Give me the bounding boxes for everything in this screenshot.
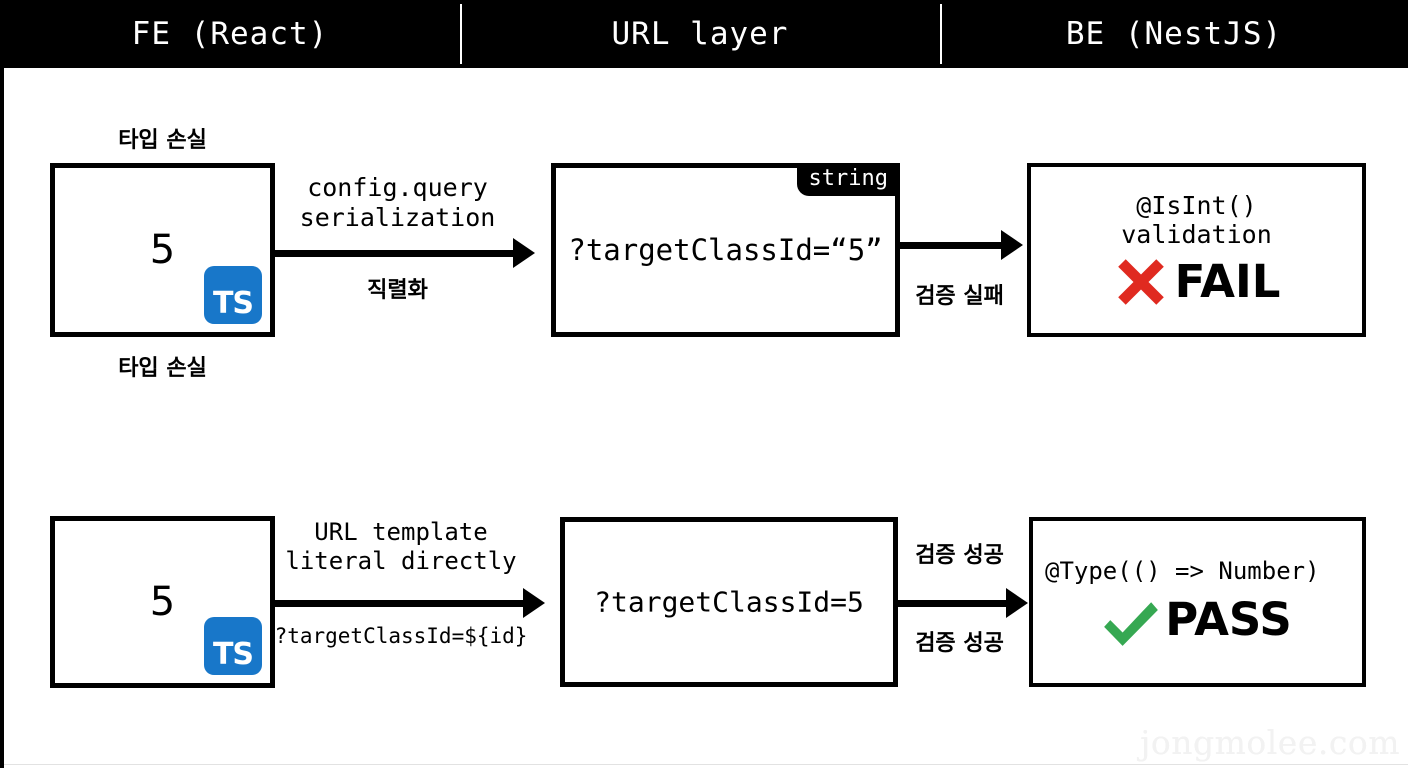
verdict-passing: PASS <box>1103 591 1292 647</box>
arrow2-head-icon <box>1001 230 1023 260</box>
arrow3-head-icon <box>523 588 545 618</box>
string-type-badge: string <box>796 163 900 197</box>
typescript-logo-label-2: TS <box>212 637 254 672</box>
arrow4-label-below: 검증 성공 <box>915 631 1004 656</box>
typescript-logo-icon: TS <box>204 266 262 324</box>
header-divider-1 <box>460 4 462 64</box>
arrow1-line <box>275 250 515 257</box>
arrow1-label-above: config.query serialization <box>299 173 496 232</box>
typescript-logo-icon-2: TS <box>204 617 262 675</box>
fe-value-box-failing: 5 TS <box>50 163 275 337</box>
url-box-failing: ?targetClassId=“5” string <box>551 163 900 337</box>
header-label-be: BE (NestJS) <box>1065 16 1283 52</box>
typescript-logo-label: TS <box>212 286 254 321</box>
fe-value-failing: 5 <box>149 227 176 273</box>
bottom-rule <box>4 764 1408 765</box>
watermark: jongmolee.com <box>1140 723 1400 762</box>
arrow1-head-icon <box>513 238 535 268</box>
header-cell-url: URL layer <box>460 0 940 68</box>
arrow1-label-below: 직렬화 <box>367 278 428 303</box>
x-mark-icon <box>1117 258 1164 305</box>
url-text-passing: ?targetClassId=5 <box>594 585 864 619</box>
header-label-url: URL layer <box>611 16 789 52</box>
header-label-fe: FE (React) <box>131 16 329 52</box>
arrow3-label-below: ?targetClassId=${id} <box>274 624 528 648</box>
be-code-passing: @Type(() => Number) <box>1045 556 1320 585</box>
verdict-label-pass: PASS <box>1165 592 1292 646</box>
check-mark-icon <box>1104 602 1159 647</box>
be-validation-box-passing: @Type(() => Number) PASS <box>1029 517 1366 687</box>
arrow4-label-above: 검증 성공 <box>915 543 1004 568</box>
arrow4-head-icon <box>1006 588 1028 618</box>
arrow4-line <box>898 600 1008 607</box>
be-code-failing: @IsInt() validation <box>1121 190 1272 250</box>
verdict-label-fail: FAIL <box>1174 255 1281 308</box>
fe-value-passing: 5 <box>149 579 176 625</box>
url-box-passing: ?targetClassId=5 <box>560 517 898 687</box>
header-cell-fe: FE (React) <box>4 0 460 68</box>
be-validation-box-failing: @IsInt() validation FAIL <box>1027 163 1366 337</box>
url-text-failing: ?targetClassId=“5” <box>568 233 883 267</box>
header-bar: FE (React) URL layer BE (NestJS) <box>4 0 1408 68</box>
type-loss-label-above: 타입 손실 <box>118 128 207 153</box>
arrow2-line <box>900 242 1005 249</box>
arrow3-label-above: URL template literal directly <box>285 518 517 575</box>
header-cell-be: BE (NestJS) <box>940 0 1408 68</box>
type-loss-label-below: 타입 손실 <box>118 356 207 381</box>
arrow3-line <box>275 600 525 607</box>
header-divider-2 <box>940 4 942 64</box>
fe-value-box-passing: 5 TS <box>50 516 275 688</box>
arrow2-label-below: 검증 실패 <box>915 284 1004 309</box>
verdict-failing: FAIL <box>1113 254 1281 310</box>
